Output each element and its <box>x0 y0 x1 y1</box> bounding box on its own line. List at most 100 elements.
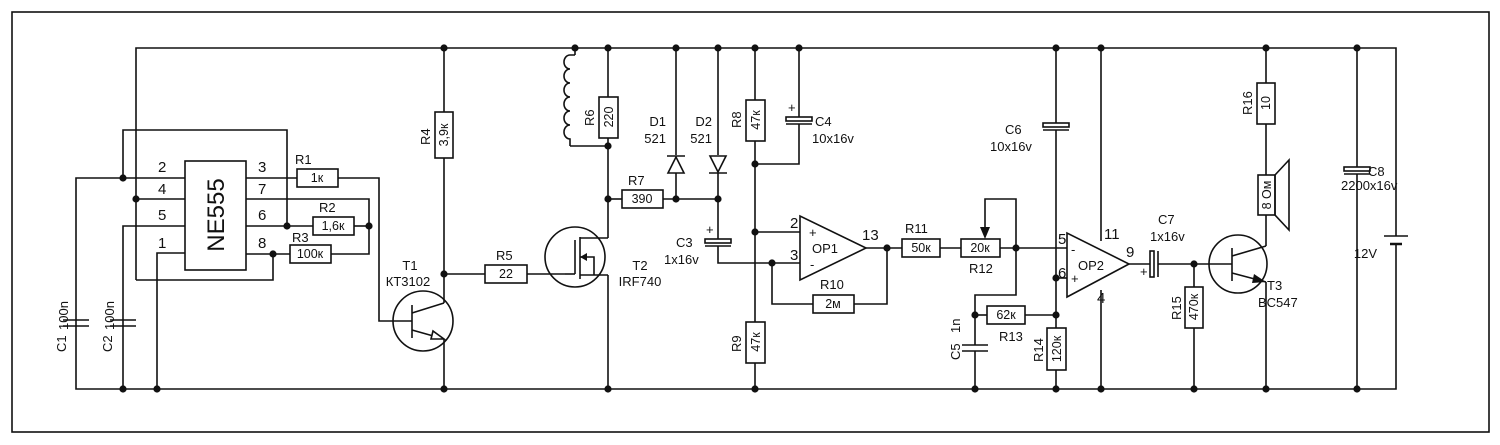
pin-label: 5 <box>158 207 166 224</box>
component-label: 1x16v <box>1150 229 1185 244</box>
diode-d1: D1 521 <box>644 114 686 174</box>
resistor-r16: R16 10 <box>1240 82 1276 125</box>
component-label: R10 <box>820 277 844 292</box>
component-label: 10 <box>1259 96 1273 110</box>
component-label: 10x16v <box>812 131 854 146</box>
component-label: 10x16v <box>990 139 1032 154</box>
transistor-t1: T1 КТ3102 <box>386 258 454 352</box>
component-label: 2200x16v <box>1341 178 1398 193</box>
capacitor-c6: C6 10x16v <box>990 122 1070 154</box>
component-label: 11 <box>1104 226 1120 243</box>
component-label: 47к <box>749 110 763 130</box>
component-label: R7 <box>628 173 645 188</box>
component-label: 9 <box>1126 244 1134 261</box>
component-label: + <box>706 222 714 237</box>
component-label: R4 <box>418 128 433 145</box>
component-label: - <box>1071 242 1075 257</box>
potentiometer-r12[interactable]: R12 20к <box>960 227 1001 276</box>
component-label: R16 <box>1240 91 1255 115</box>
component-label: 20к <box>970 241 990 255</box>
resistor-r2: R2 1,6к <box>312 200 355 236</box>
component-label: R3 <box>292 230 309 245</box>
component-label: КТ3102 <box>386 274 430 289</box>
component-label: 1к <box>311 171 324 185</box>
component-label: C8 <box>1368 164 1385 179</box>
component-label: 6 <box>1058 265 1066 282</box>
capacitor-c7: + C7 1x16v <box>1140 212 1185 279</box>
capacitor-c1: C1 100n <box>54 301 89 352</box>
capacitor-c8: C8 2200x16v <box>1341 164 1398 193</box>
pin-label: 1 <box>158 235 166 252</box>
component-label: D1 <box>649 114 666 129</box>
component-label: T2 <box>632 258 647 273</box>
component-label: T1 <box>402 258 417 273</box>
frame <box>11 11 1490 433</box>
component-label: R6 <box>582 109 597 126</box>
component-label: T3 <box>1267 278 1282 293</box>
component-label: C2 <box>100 335 115 352</box>
pin-label: 7 <box>258 181 266 198</box>
pin-label: 8 <box>258 235 266 252</box>
component-label: 5 <box>1058 231 1066 248</box>
resistor-r9: R9 47к <box>729 321 766 364</box>
pin-label: 6 <box>258 207 266 224</box>
component-label: 47к <box>749 332 763 352</box>
resistor-r11: R11 50к <box>901 221 941 258</box>
component-label: C6 <box>1005 122 1022 137</box>
component-label: 120к <box>1050 335 1064 362</box>
component-label: IRF740 <box>619 274 662 289</box>
resistor-r10: R10 2м <box>812 277 855 314</box>
component-label: R11 <box>905 221 928 236</box>
resistor-r3: R3 100к <box>289 230 332 264</box>
inductor-coil <box>563 54 575 146</box>
component-label: 62к <box>996 308 1016 322</box>
component-label: 1,6к <box>322 219 345 233</box>
component-label: + <box>788 100 796 115</box>
component-label: + <box>809 225 817 240</box>
component-label: - <box>810 257 814 272</box>
component-label: 2 <box>790 215 798 232</box>
component-label: R2 <box>319 200 336 215</box>
component-label: R9 <box>729 335 744 352</box>
component-label: 3,9к <box>437 123 451 146</box>
component-label: R13 <box>999 329 1023 344</box>
component-label: 220 <box>602 107 616 128</box>
component-label: R15 <box>1169 296 1184 320</box>
resistor-r13: R13 62к <box>986 305 1026 344</box>
ne555-ic: NE555 2 4 5 1 3 7 6 8 <box>158 159 266 271</box>
pin-label: 4 <box>158 181 166 198</box>
component-label: C7 <box>1158 212 1175 227</box>
opamp-op2: - + OP2 5 6 11 9 4 <box>1058 226 1134 307</box>
capacitor-c5: C5 1n <box>948 319 988 360</box>
diode-d2: D2 521 <box>690 114 728 174</box>
component-label: 470к <box>1187 293 1201 320</box>
component-label: C4 <box>815 114 832 129</box>
component-label: C5 <box>948 343 963 360</box>
component-label: R12 <box>969 261 993 276</box>
component-label: 13 <box>862 227 879 244</box>
component-label: R5 <box>496 248 513 263</box>
component-label: + <box>1140 264 1148 279</box>
component-label: 100к <box>297 247 324 261</box>
component-label: C1 <box>54 335 69 352</box>
capacitor-c3: + C3 1x16v <box>664 222 732 267</box>
capacitor-c2: C2 100n <box>100 301 136 352</box>
component-label: 22 <box>499 267 513 281</box>
resistor-r7: R7 390 <box>621 173 664 209</box>
resistor-r15: R15 470к <box>1169 286 1204 329</box>
resistor-r5: R5 22 <box>484 248 528 284</box>
ic-label: NE555 <box>203 178 230 251</box>
component-label: R8 <box>729 111 744 128</box>
component-label: 12V <box>1354 246 1377 261</box>
component-label: R1 <box>295 152 312 167</box>
component-label: 50к <box>911 241 931 255</box>
battery: 12V <box>1354 235 1408 261</box>
resistor-r8: R8 47к <box>729 99 766 142</box>
component-label: 1n <box>948 319 963 333</box>
component-label: + <box>1071 271 1079 286</box>
component-label: OP2 <box>1078 258 1104 273</box>
speaker: 8 Ом <box>1257 157 1290 233</box>
resistor-r4: R4 3,9к <box>418 111 454 159</box>
pin-label: 3 <box>258 159 266 176</box>
